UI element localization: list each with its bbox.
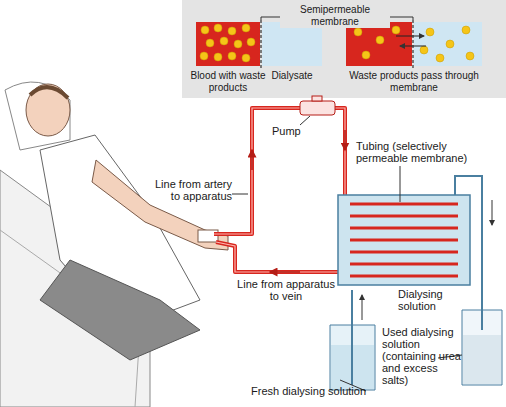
- blood-label: Blood with waste products: [190, 70, 266, 94]
- dialysing-solution-label: Dialysing solution: [398, 288, 468, 312]
- artery-line-label: Line from artery to apparatus: [146, 178, 232, 202]
- membrane-label: Semipermeable membrane: [280, 4, 390, 28]
- tubing-label: Tubing (selectively permeable membrane): [356, 140, 496, 164]
- dialyser: [338, 195, 470, 285]
- inset-panel: [182, 0, 506, 98]
- tubing-coil: [350, 251, 458, 254]
- tubing-coil: [350, 203, 458, 206]
- pump-label: Pump: [272, 125, 312, 137]
- tubing-coil: [350, 227, 458, 230]
- diffusion-label: Waste products pass through membrane: [344, 70, 484, 94]
- used-solution-label: Used dialysing solution (containing urea…: [382, 326, 462, 386]
- tubing-coil: [350, 263, 458, 266]
- dialysate-label: Dialysate: [262, 70, 322, 82]
- tubing-coil: [350, 275, 458, 278]
- tubing-coil: [350, 239, 458, 242]
- tubing-coil: [350, 215, 458, 218]
- fresh-solution-label: Fresh dialysing solution: [210, 385, 366, 397]
- vein-line-label: Line from apparatus to vein: [236, 278, 336, 302]
